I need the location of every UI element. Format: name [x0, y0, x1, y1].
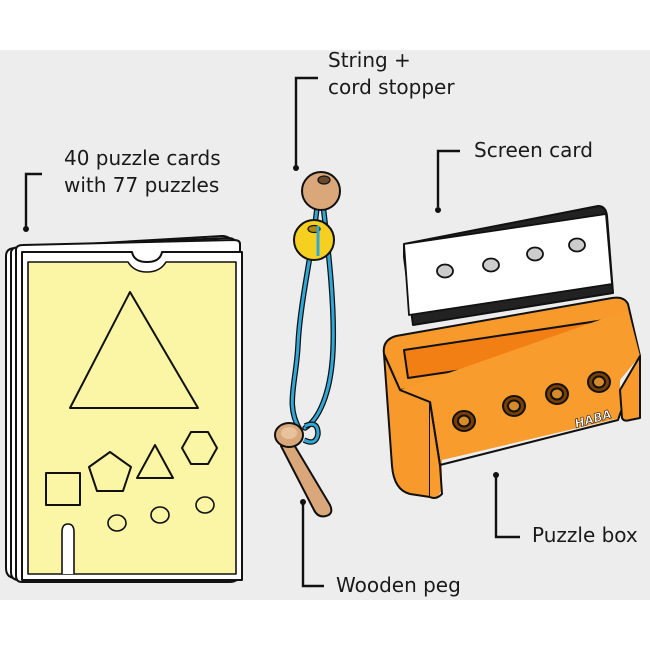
label-screen-card: Screen card — [474, 138, 593, 162]
leader-dot — [293, 165, 299, 171]
card-yellow-face — [27, 261, 237, 575]
label-string-cord-stopper: String + cord stopper — [328, 47, 455, 101]
label-puzzle-cards: 40 puzzle cards with 77 puzzles — [64, 145, 221, 199]
circle-hole — [107, 514, 127, 532]
small-triangle-shape — [136, 444, 174, 479]
label-puzzle-box: Puzzle box — [532, 523, 638, 547]
string-loop — [303, 422, 320, 444]
card-slot — [61, 523, 75, 574]
screen-hole — [436, 263, 454, 279]
screen-card — [403, 205, 614, 326]
leader-screen-card — [436, 149, 460, 207]
screen-hole — [482, 257, 500, 273]
box-hole — [457, 414, 471, 428]
box-bottom-edge — [429, 401, 443, 499]
wooden-bead — [301, 171, 341, 211]
string-assembly — [274, 171, 341, 518]
hexagon-shape — [181, 431, 218, 465]
leader-lines — [23, 76, 520, 588]
triangle-shape — [69, 291, 199, 409]
leader-dot — [300, 499, 306, 505]
box-hole — [550, 387, 564, 401]
box-hole — [507, 399, 521, 413]
leader-dot — [23, 226, 29, 232]
screen-hole — [526, 246, 544, 262]
screen-card-face — [403, 213, 613, 316]
label-wooden-peg: Wooden peg — [336, 573, 461, 597]
label-line: 40 puzzle cards — [64, 146, 221, 170]
leader-puzzle-box — [494, 476, 520, 539]
wooden-peg-head-top — [281, 427, 297, 439]
puzzle-card-stack — [5, 235, 243, 583]
label-line: cord stopper — [328, 75, 455, 99]
circle-hole — [150, 506, 170, 524]
screen-hole — [568, 237, 586, 253]
screen-card-holes — [436, 237, 586, 279]
wooden-peg-shaft — [280, 437, 333, 518]
cord-stopper-bead — [293, 219, 335, 261]
square-shape — [45, 472, 81, 506]
box-right-leg — [619, 355, 641, 422]
pentagon-shape — [88, 451, 132, 492]
leader-puzzle-cards — [24, 172, 42, 228]
leader-dot — [493, 472, 499, 478]
leader-string — [294, 76, 318, 166]
circle-hole — [195, 496, 215, 514]
box-hole — [592, 375, 606, 389]
box-holes — [452, 371, 611, 432]
leader-wooden-peg — [301, 504, 324, 588]
label-line: String + — [328, 48, 411, 72]
leader-dot — [435, 207, 441, 213]
label-line: with 77 puzzles — [64, 173, 220, 197]
wooden-bead-hole — [317, 175, 331, 185]
